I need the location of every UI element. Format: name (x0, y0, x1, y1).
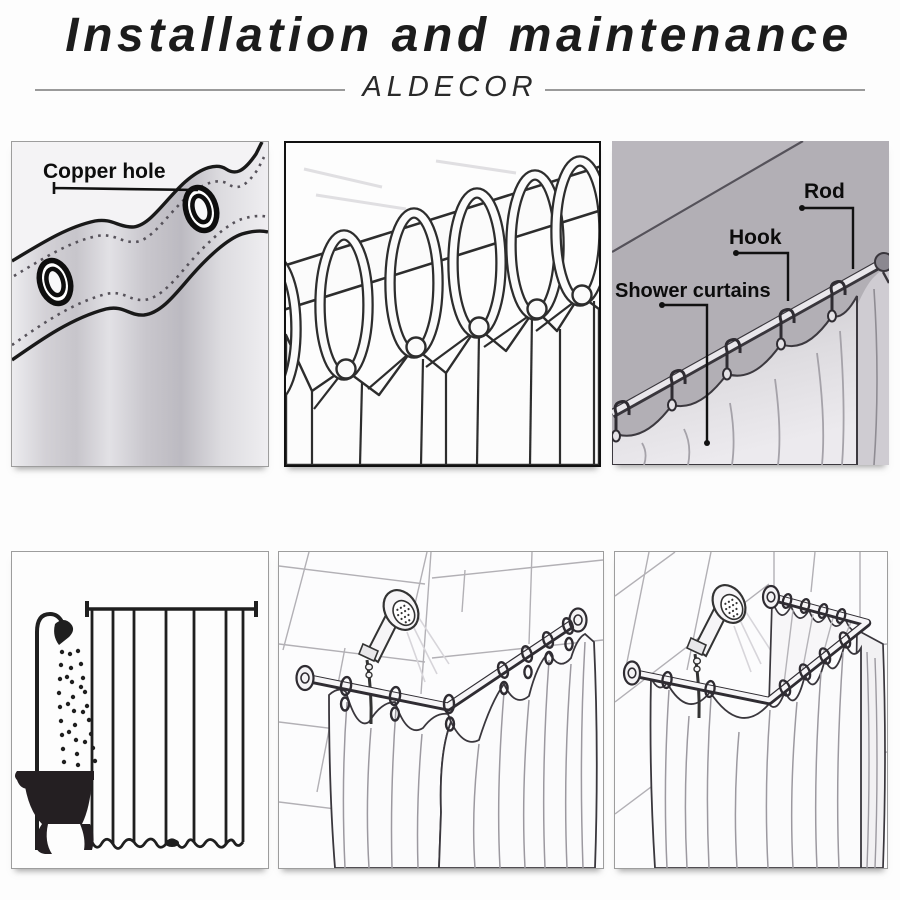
svg-text:Rod: Rod (804, 180, 845, 203)
svg-text:Hook: Hook (729, 226, 782, 249)
svg-text:Copper hole: Copper hole (43, 160, 166, 183)
svg-text:Shower curtains: Shower curtains (615, 280, 771, 302)
